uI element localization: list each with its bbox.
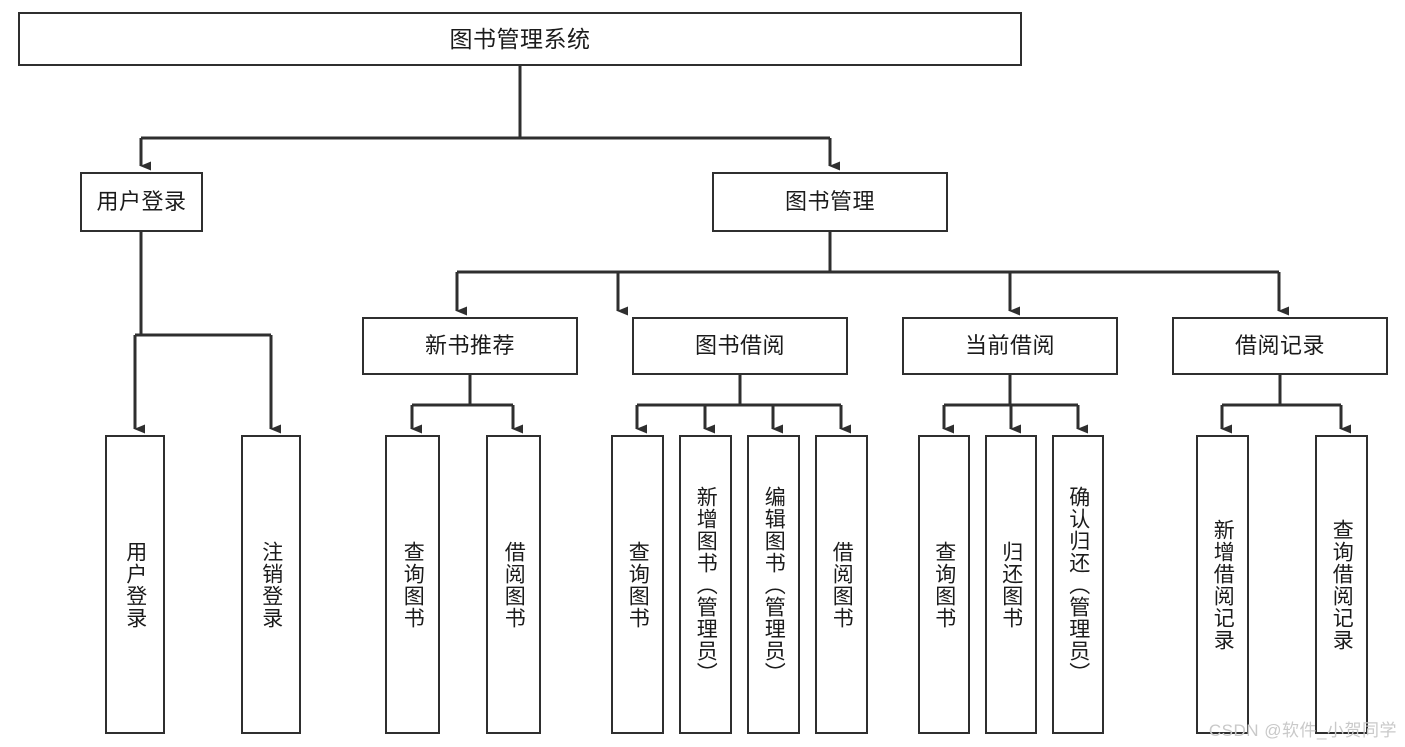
node-label: 借阅记录 [1234,333,1325,359]
node-label: 查询图书 [626,540,650,629]
node-label: 当前借阅 [964,333,1055,359]
node-label: 新增借阅记录 [1211,518,1235,651]
node-label: 注销登录 [259,540,283,629]
node-label: 用户登录 [123,540,147,629]
node-leaf-borrow-book-borrow[interactable]: 借阅图书 [815,435,868,734]
node-label: 图书管理 [784,189,875,215]
node-leaf-return-book[interactable]: 归还图书 [985,435,1037,734]
node-new-book-recommend[interactable]: 新书推荐 [362,317,578,375]
node-leaf-user-logout[interactable]: 注销登录 [241,435,301,734]
node-label: 查询借阅记录 [1330,518,1354,651]
node-label: 编辑图书（管理员） [762,485,786,684]
node-leaf-query-book-current[interactable]: 查询图书 [918,435,970,734]
node-book-management[interactable]: 图书管理 [712,172,948,232]
node-label: 图书管理系统 [449,25,591,52]
node-leaf-edit-book-admin[interactable]: 编辑图书（管理员） [747,435,800,734]
node-leaf-add-book-admin[interactable]: 新增图书（管理员） [679,435,732,734]
node-label: 用户登录 [96,189,187,215]
node-label: 图书借阅 [694,333,785,359]
node-leaf-query-borrow-record[interactable]: 查询借阅记录 [1315,435,1368,734]
node-leaf-query-book-borrow[interactable]: 查询图书 [611,435,664,734]
node-label: 查询图书 [932,540,956,629]
node-borrow-record[interactable]: 借阅记录 [1172,317,1388,375]
node-label: 新书推荐 [424,333,515,359]
node-label: 确认归还（管理员） [1066,485,1090,684]
csdn-watermark: CSDN @软件_小贺同学 [1208,721,1397,740]
node-label: 查询图书 [401,540,425,629]
node-label: 归还图书 [999,540,1023,629]
node-root-book-management-system[interactable]: 图书管理系统 [18,12,1022,66]
node-label: 借阅图书 [830,540,854,629]
node-label: 借阅图书 [502,540,526,629]
node-leaf-query-book-recommend[interactable]: 查询图书 [385,435,440,734]
node-leaf-confirm-return-admin[interactable]: 确认归还（管理员） [1052,435,1104,734]
node-book-borrow[interactable]: 图书借阅 [632,317,848,375]
node-label: 新增图书（管理员） [694,485,718,684]
node-leaf-borrow-book-recommend[interactable]: 借阅图书 [486,435,541,734]
node-current-borrow[interactable]: 当前借阅 [902,317,1118,375]
node-user-login[interactable]: 用户登录 [80,172,203,232]
node-leaf-user-login[interactable]: 用户登录 [105,435,165,734]
node-leaf-add-borrow-record[interactable]: 新增借阅记录 [1196,435,1249,734]
